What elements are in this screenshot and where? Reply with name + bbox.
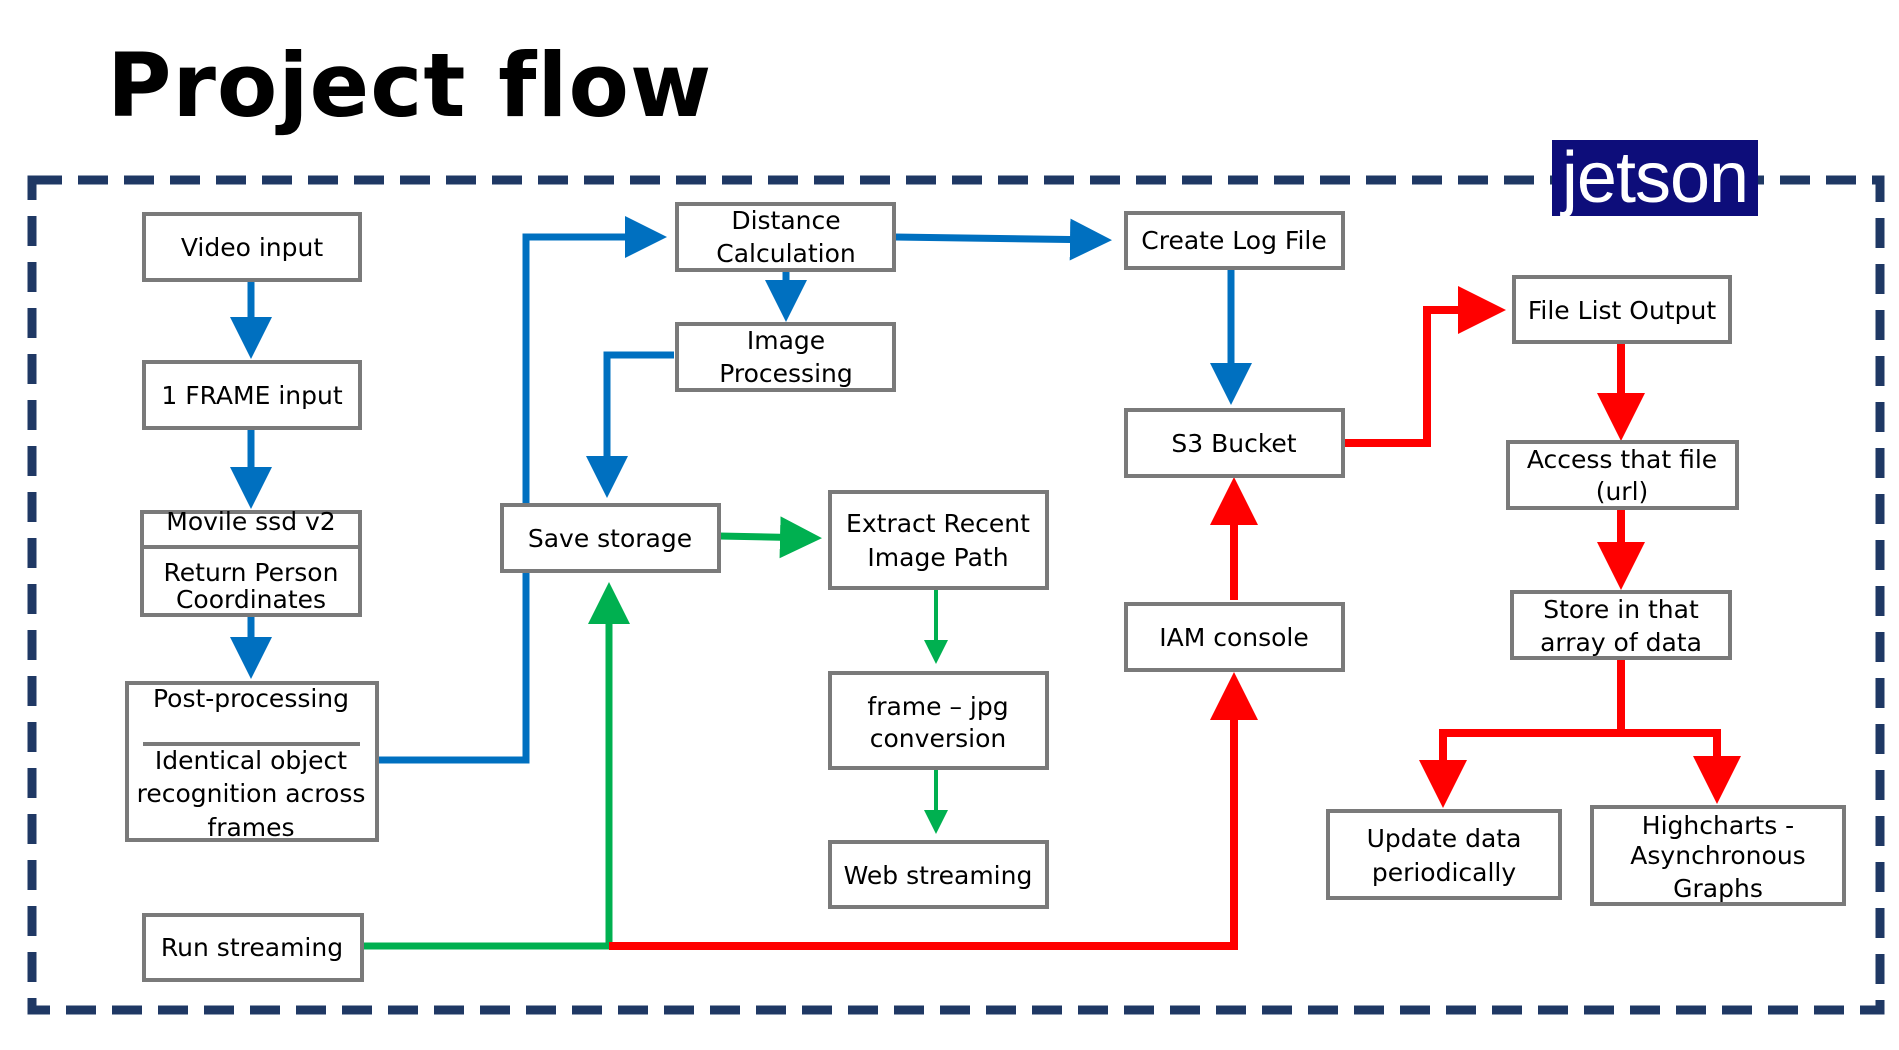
svg-text:periodically: periodically	[1372, 858, 1517, 887]
node-store-in-array: Store in that array of data	[1510, 590, 1732, 660]
arrow-store-to-update	[1419, 660, 1625, 808]
svg-text:Run streaming: Run streaming	[161, 933, 343, 962]
jetson-boundary	[27, 175, 1885, 1015]
node-frame-jpg: frame – jpg conversion	[828, 671, 1049, 770]
node-access-that-file: Access that file (url)	[1506, 440, 1739, 510]
svg-text:conversion: conversion	[870, 724, 1006, 753]
svg-text:Video input: Video input	[181, 233, 323, 262]
node-web-streaming: Web streaming	[828, 840, 1049, 909]
svg-text:Calculation: Calculation	[716, 239, 855, 268]
svg-text:Return Person: Return Person	[164, 558, 339, 587]
arrow-s3-to-filelist	[1342, 286, 1506, 447]
blue-connectors	[230, 216, 1252, 764]
svg-text:frame – jpg: frame – jpg	[867, 692, 1008, 721]
arrow-store-to-highcharts	[1621, 729, 1741, 804]
node-video-input: Video input	[142, 212, 362, 282]
node-create-log-file: Create Log File	[1124, 211, 1345, 270]
svg-text:Access that file: Access that file	[1527, 445, 1717, 474]
svg-text:1 FRAME input: 1 FRAME input	[161, 381, 343, 410]
node-s3-bucket: S3 Bucket	[1124, 408, 1345, 478]
arrow-save-to-extract	[718, 516, 822, 559]
svg-text:Store in that: Store in that	[1543, 595, 1699, 624]
jetson-badge: jetson	[1552, 140, 1758, 216]
arrow-post-to-distance	[377, 216, 667, 764]
node-image-processing: Image Processing	[675, 322, 896, 392]
red-connectors	[609, 286, 1741, 950]
svg-text:Graphs: Graphs	[1673, 874, 1763, 903]
svg-text:Extract Recent: Extract Recent	[846, 509, 1030, 538]
arrow-run-to-iam	[609, 672, 1258, 950]
svg-text:recognition across: recognition across	[137, 779, 366, 808]
svg-text:Asynchronous: Asynchronous	[1630, 841, 1805, 870]
svg-text:S3 Bucket: S3 Bucket	[1171, 429, 1296, 458]
svg-text:Post-processing: Post-processing	[153, 684, 349, 713]
svg-text:Distance: Distance	[731, 206, 840, 235]
svg-text:(url): (url)	[1596, 477, 1649, 506]
svg-text:Web streaming: Web streaming	[844, 861, 1033, 890]
svg-text:Identical object: Identical object	[155, 746, 347, 775]
svg-text:IAM console: IAM console	[1159, 623, 1309, 652]
node-run-streaming: Run streaming	[142, 913, 364, 982]
node-post-processing: Post-processing Identical object recogni…	[125, 681, 379, 842]
svg-text:Update data: Update data	[1367, 824, 1522, 853]
svg-text:File List Output: File List Output	[1528, 296, 1716, 325]
arrow-distance-to-log	[893, 218, 1112, 261]
svg-text:frames: frames	[207, 813, 294, 842]
svg-text:Highcharts -: Highcharts -	[1642, 811, 1794, 840]
arrow-run-to-save	[362, 582, 630, 950]
svg-text:Image Path: Image Path	[867, 543, 1008, 572]
node-file-list-output: File List Output	[1512, 275, 1732, 344]
node-extract-recent: Extract Recent Image Path	[828, 490, 1049, 590]
node-iam-console: IAM console	[1124, 602, 1345, 672]
svg-text:Create Log File: Create Log File	[1141, 226, 1326, 255]
svg-text:Save storage: Save storage	[528, 524, 692, 553]
node-save-storage: Save storage	[500, 503, 721, 573]
svg-text:Movile ssd v2: Movile ssd v2	[166, 507, 335, 536]
node-distance-calculation: Distance Calculation	[675, 202, 896, 272]
svg-text:Coordinates: Coordinates	[176, 585, 326, 614]
svg-text:Image: Image	[747, 326, 825, 355]
svg-text:array of data: array of data	[1540, 628, 1702, 657]
node-highcharts: Highcharts - Asynchronous Graphs	[1590, 805, 1846, 906]
node-frame-input: 1 FRAME input	[142, 360, 362, 430]
node-mobile-ssd: Movile ssd v2 Return Person Coordinates	[140, 507, 362, 617]
arrow-image-to-save	[586, 351, 674, 498]
node-update-data: Update data periodically	[1326, 809, 1562, 900]
svg-text:Processing: Processing	[719, 359, 853, 388]
page-title: Project flow	[107, 34, 713, 137]
